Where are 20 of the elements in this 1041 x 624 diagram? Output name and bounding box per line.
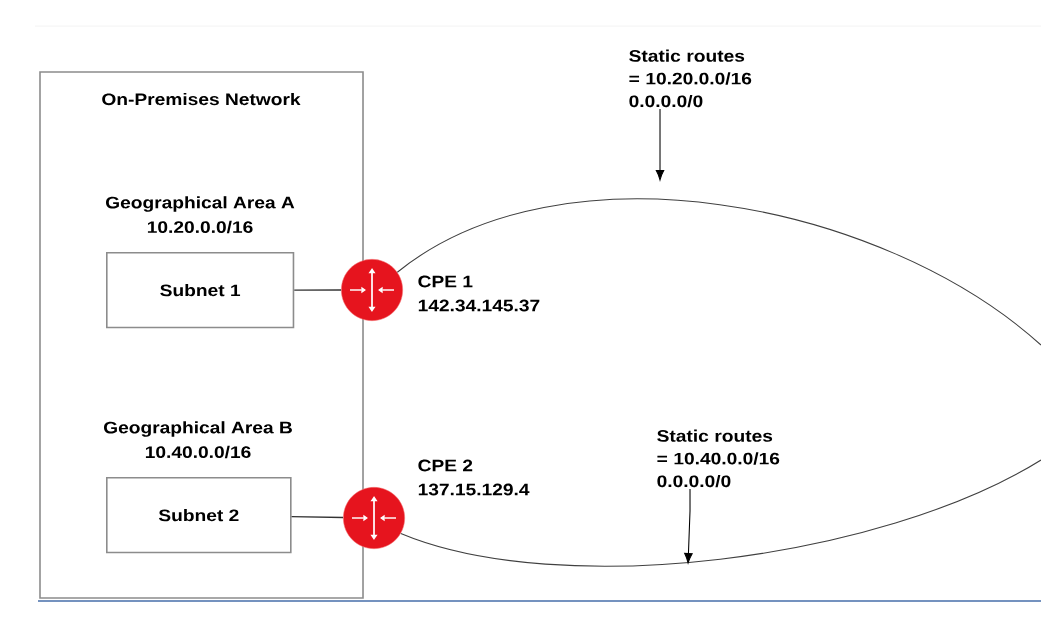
area-label: Geographical Area A <box>106 196 295 212</box>
area-label: 10.40.0.0/16 <box>145 445 251 459</box>
link-curve <box>400 459 1041 567</box>
area-label: Geographical Area B <box>104 421 292 437</box>
connector-line <box>290 516 344 519</box>
route-note: Static routes = 10.20.0.0/16 0.0.0.0/0 <box>629 49 752 108</box>
router-label: CPE 2 <box>418 459 473 472</box>
leader-line <box>684 488 693 564</box>
router-label: 142.34.145.37 <box>418 299 540 312</box>
router-label: CPE 1 <box>418 275 473 288</box>
subnet-box: Subnet 1 <box>106 252 295 329</box>
router-icon <box>341 259 403 321</box>
router-icon <box>343 487 405 549</box>
leader-line <box>655 108 665 181</box>
area-label: 10.20.0.0/16 <box>147 220 253 234</box>
link-curve <box>396 198 1041 346</box>
route-note: Static routes = 10.40.0.0/16 0.0.0.0/0 <box>657 429 780 488</box>
connector-line <box>293 289 342 291</box>
subnet-box: Subnet 2 <box>106 477 292 554</box>
router-label: 137.15.129.4 <box>418 483 530 496</box>
